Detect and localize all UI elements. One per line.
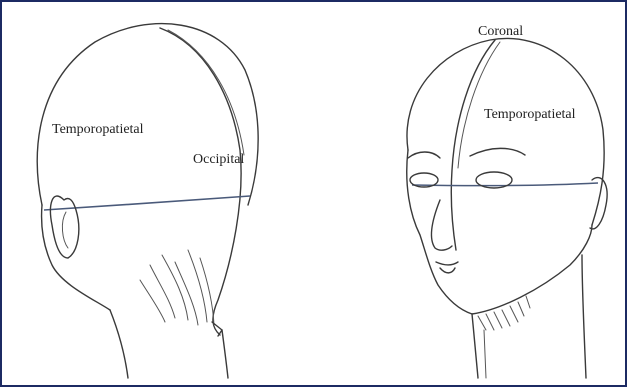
left-back-neck xyxy=(222,330,228,378)
right-temporoparietal-label: Temporopatietal xyxy=(484,107,576,122)
left-temporoparietal-label: Temporopatietal xyxy=(52,122,144,137)
right-back-neck xyxy=(582,255,586,378)
right-head-band xyxy=(412,183,598,186)
left-front-neck xyxy=(110,310,128,378)
left-occipital-label: Occipital xyxy=(193,152,244,167)
right-right-brow xyxy=(470,148,525,156)
right-neck-shading xyxy=(478,296,530,330)
right-mouth xyxy=(436,262,458,265)
left-ear xyxy=(51,196,79,258)
right-jaw-line xyxy=(472,225,592,314)
right-head-front-view xyxy=(407,38,607,378)
left-hair-strands xyxy=(140,250,214,325)
right-skull-outline xyxy=(407,38,604,225)
right-lip xyxy=(440,268,455,273)
right-front-neck xyxy=(472,314,478,378)
left-ear-inner xyxy=(62,212,68,248)
left-crown-curve-inner xyxy=(168,30,244,155)
right-coronal-curve xyxy=(451,40,495,250)
left-head-back-view xyxy=(37,24,258,378)
right-nose xyxy=(431,200,452,250)
left-skull-outline xyxy=(37,24,258,205)
right-left-brow xyxy=(408,152,440,158)
right-neck-crease xyxy=(484,330,486,378)
right-coronal-label: Coronal xyxy=(478,24,523,39)
